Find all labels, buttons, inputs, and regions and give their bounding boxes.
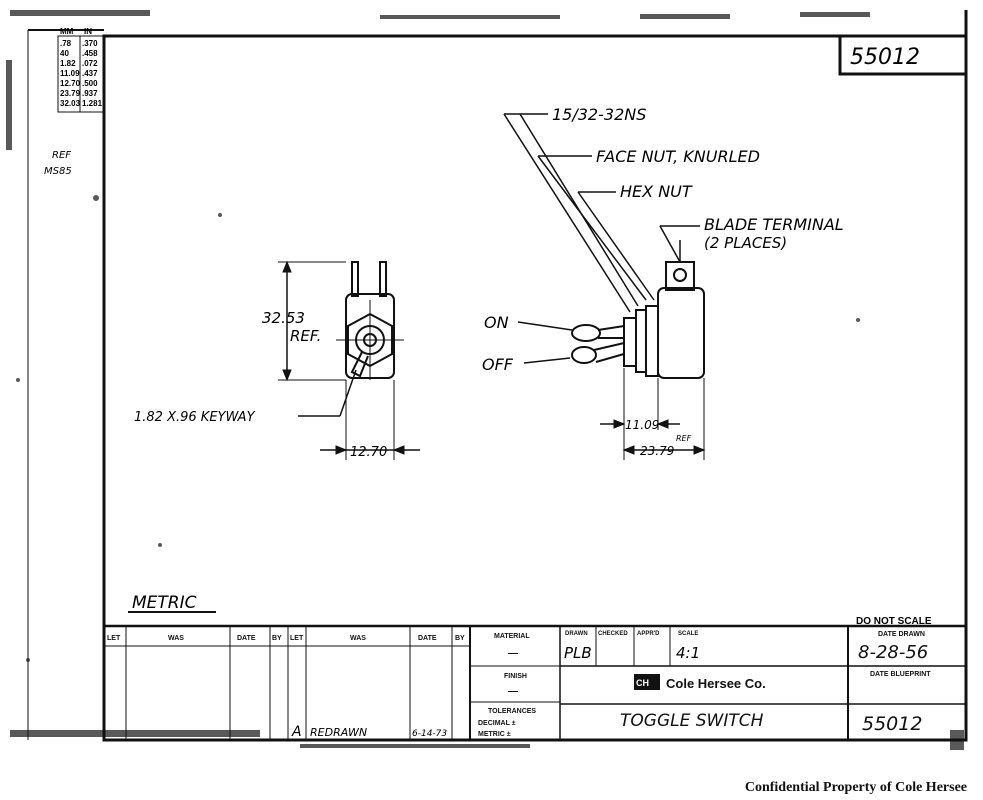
table-cell: .500 <box>82 79 98 88</box>
rev-header: LET <box>107 635 121 642</box>
table-cell: .78 <box>60 39 72 48</box>
table-cell: 23.79 <box>60 89 81 98</box>
date-block: DATE DRAWN DATE BLUEPRINT <box>870 631 931 678</box>
table-cell: 1.82 <box>60 59 76 68</box>
table-cell: .370 <box>82 39 98 48</box>
face-nut-callout: FACE NUT, KNURLED <box>596 147 760 166</box>
material-label: MATERIAL <box>494 633 530 640</box>
scan-artifacts <box>6 10 964 750</box>
height-ref: REF. <box>290 327 321 345</box>
rev-header: BY <box>455 635 465 642</box>
rev-header: DATE <box>237 635 256 642</box>
drawn-by-value: PLB <box>564 644 592 662</box>
table-cell: .072 <box>82 59 98 68</box>
thread-callout: 15/32-32NS <box>552 105 646 124</box>
rev-entry-date: 6-14-73 <box>412 729 447 739</box>
drawn-label: DRAWN <box>565 631 588 637</box>
table-cell: .437 <box>82 69 98 78</box>
rev-entry-letter: A <box>291 724 302 740</box>
off-label: OFF <box>482 355 514 374</box>
table-cell: .937 <box>82 89 98 98</box>
date-drawn-label: DATE DRAWN <box>878 631 925 638</box>
scale-value: 4:1 <box>676 644 700 662</box>
material-value: — <box>508 648 518 659</box>
rev-header: DATE <box>418 635 437 642</box>
bushing-length-dimension: 11.09 <box>625 418 659 432</box>
leader-lines <box>503 113 700 364</box>
drawing-frame <box>27 10 968 742</box>
corner-number-box: 55012 <box>838 34 968 76</box>
approved-label: APPR'D <box>637 631 660 637</box>
table-header-mm: MM <box>60 27 74 36</box>
confidential-footer: Confidential Property of Cole Hersee <box>744 780 967 795</box>
technical-drawing: 55012 MM IN .78 .370 40 .458 1.82 .072 1… <box>6 10 968 750</box>
svg-text:CH: CH <box>636 678 649 688</box>
do-not-scale-label: DO NOT SCALE <box>856 616 932 627</box>
side-view-dimensions <box>600 368 706 460</box>
table-cell: 11.09 <box>60 69 80 78</box>
body-length-dimension: 23.79 <box>640 444 674 458</box>
front-view <box>336 261 404 380</box>
hex-nut-callout: HEX NUT <box>620 182 693 201</box>
on-label: ON <box>484 313 509 332</box>
rev-entry-was: REDRAWN <box>310 726 367 739</box>
finish-label: FINISH <box>504 673 527 680</box>
rev-header: BY <box>272 635 282 642</box>
metric-label: METRIC <box>132 593 197 613</box>
rev-header: WAS <box>350 635 366 642</box>
width-dimension: 12.70 <box>350 445 387 460</box>
height-dimension: 32.53 <box>262 309 305 327</box>
conversion-table: MM IN .78 .370 40 .458 1.82 .072 11.09 .… <box>57 27 105 113</box>
table-cell: 12.70 <box>60 79 81 88</box>
title-block <box>102 624 968 742</box>
company-name: Cole Hersee Co. <box>666 676 766 691</box>
date-blueprint-label: DATE BLUEPRINT <box>870 671 931 678</box>
metric-tolerance-label: METRIC ± <box>478 731 511 738</box>
table-cell: .458 <box>82 49 98 58</box>
decimal-label: DECIMAL ± <box>478 720 516 727</box>
table-header-in: IN <box>84 27 92 36</box>
drawing-number: 55012 <box>862 713 922 735</box>
blade-terminal-count: (2 PLACES) <box>704 234 787 252</box>
table-cell: 1.281 <box>82 99 103 108</box>
finish-value: — <box>508 686 518 697</box>
front-view-dimensions <box>278 260 420 460</box>
rev-header: LET <box>290 635 304 642</box>
revision-table: LET WAS DATE BY LET WAS DATE BY <box>107 635 465 642</box>
table-cell: 32.03 <box>60 99 81 108</box>
corner-number: 55012 <box>850 45 920 70</box>
drawing-title: TOGGLE SWITCH <box>620 711 764 731</box>
approval-block: DRAWN CHECKED APPR'D SCALE <box>565 631 698 637</box>
body-length-ref: REF <box>676 434 692 443</box>
side-ref-code: MS85 <box>44 166 72 177</box>
blade-terminal-callout: BLADE TERMINAL <box>704 215 844 234</box>
rev-header: WAS <box>168 635 184 642</box>
scale-label: SCALE <box>678 631 698 637</box>
table-cell: 40 <box>60 49 69 58</box>
tolerances-label: TOLERANCES <box>488 708 536 715</box>
company-logo: CH <box>634 674 660 690</box>
side-ref-label: REF <box>52 150 71 161</box>
material-block: MATERIAL — FINISH — TOLERANCES DECIMAL ±… <box>478 633 536 738</box>
date-drawn-value: 8-28-56 <box>858 642 928 663</box>
checked-label: CHECKED <box>598 631 628 637</box>
side-view <box>571 240 705 379</box>
keyway-callout: 1.82 X.96 KEYWAY <box>134 410 256 425</box>
